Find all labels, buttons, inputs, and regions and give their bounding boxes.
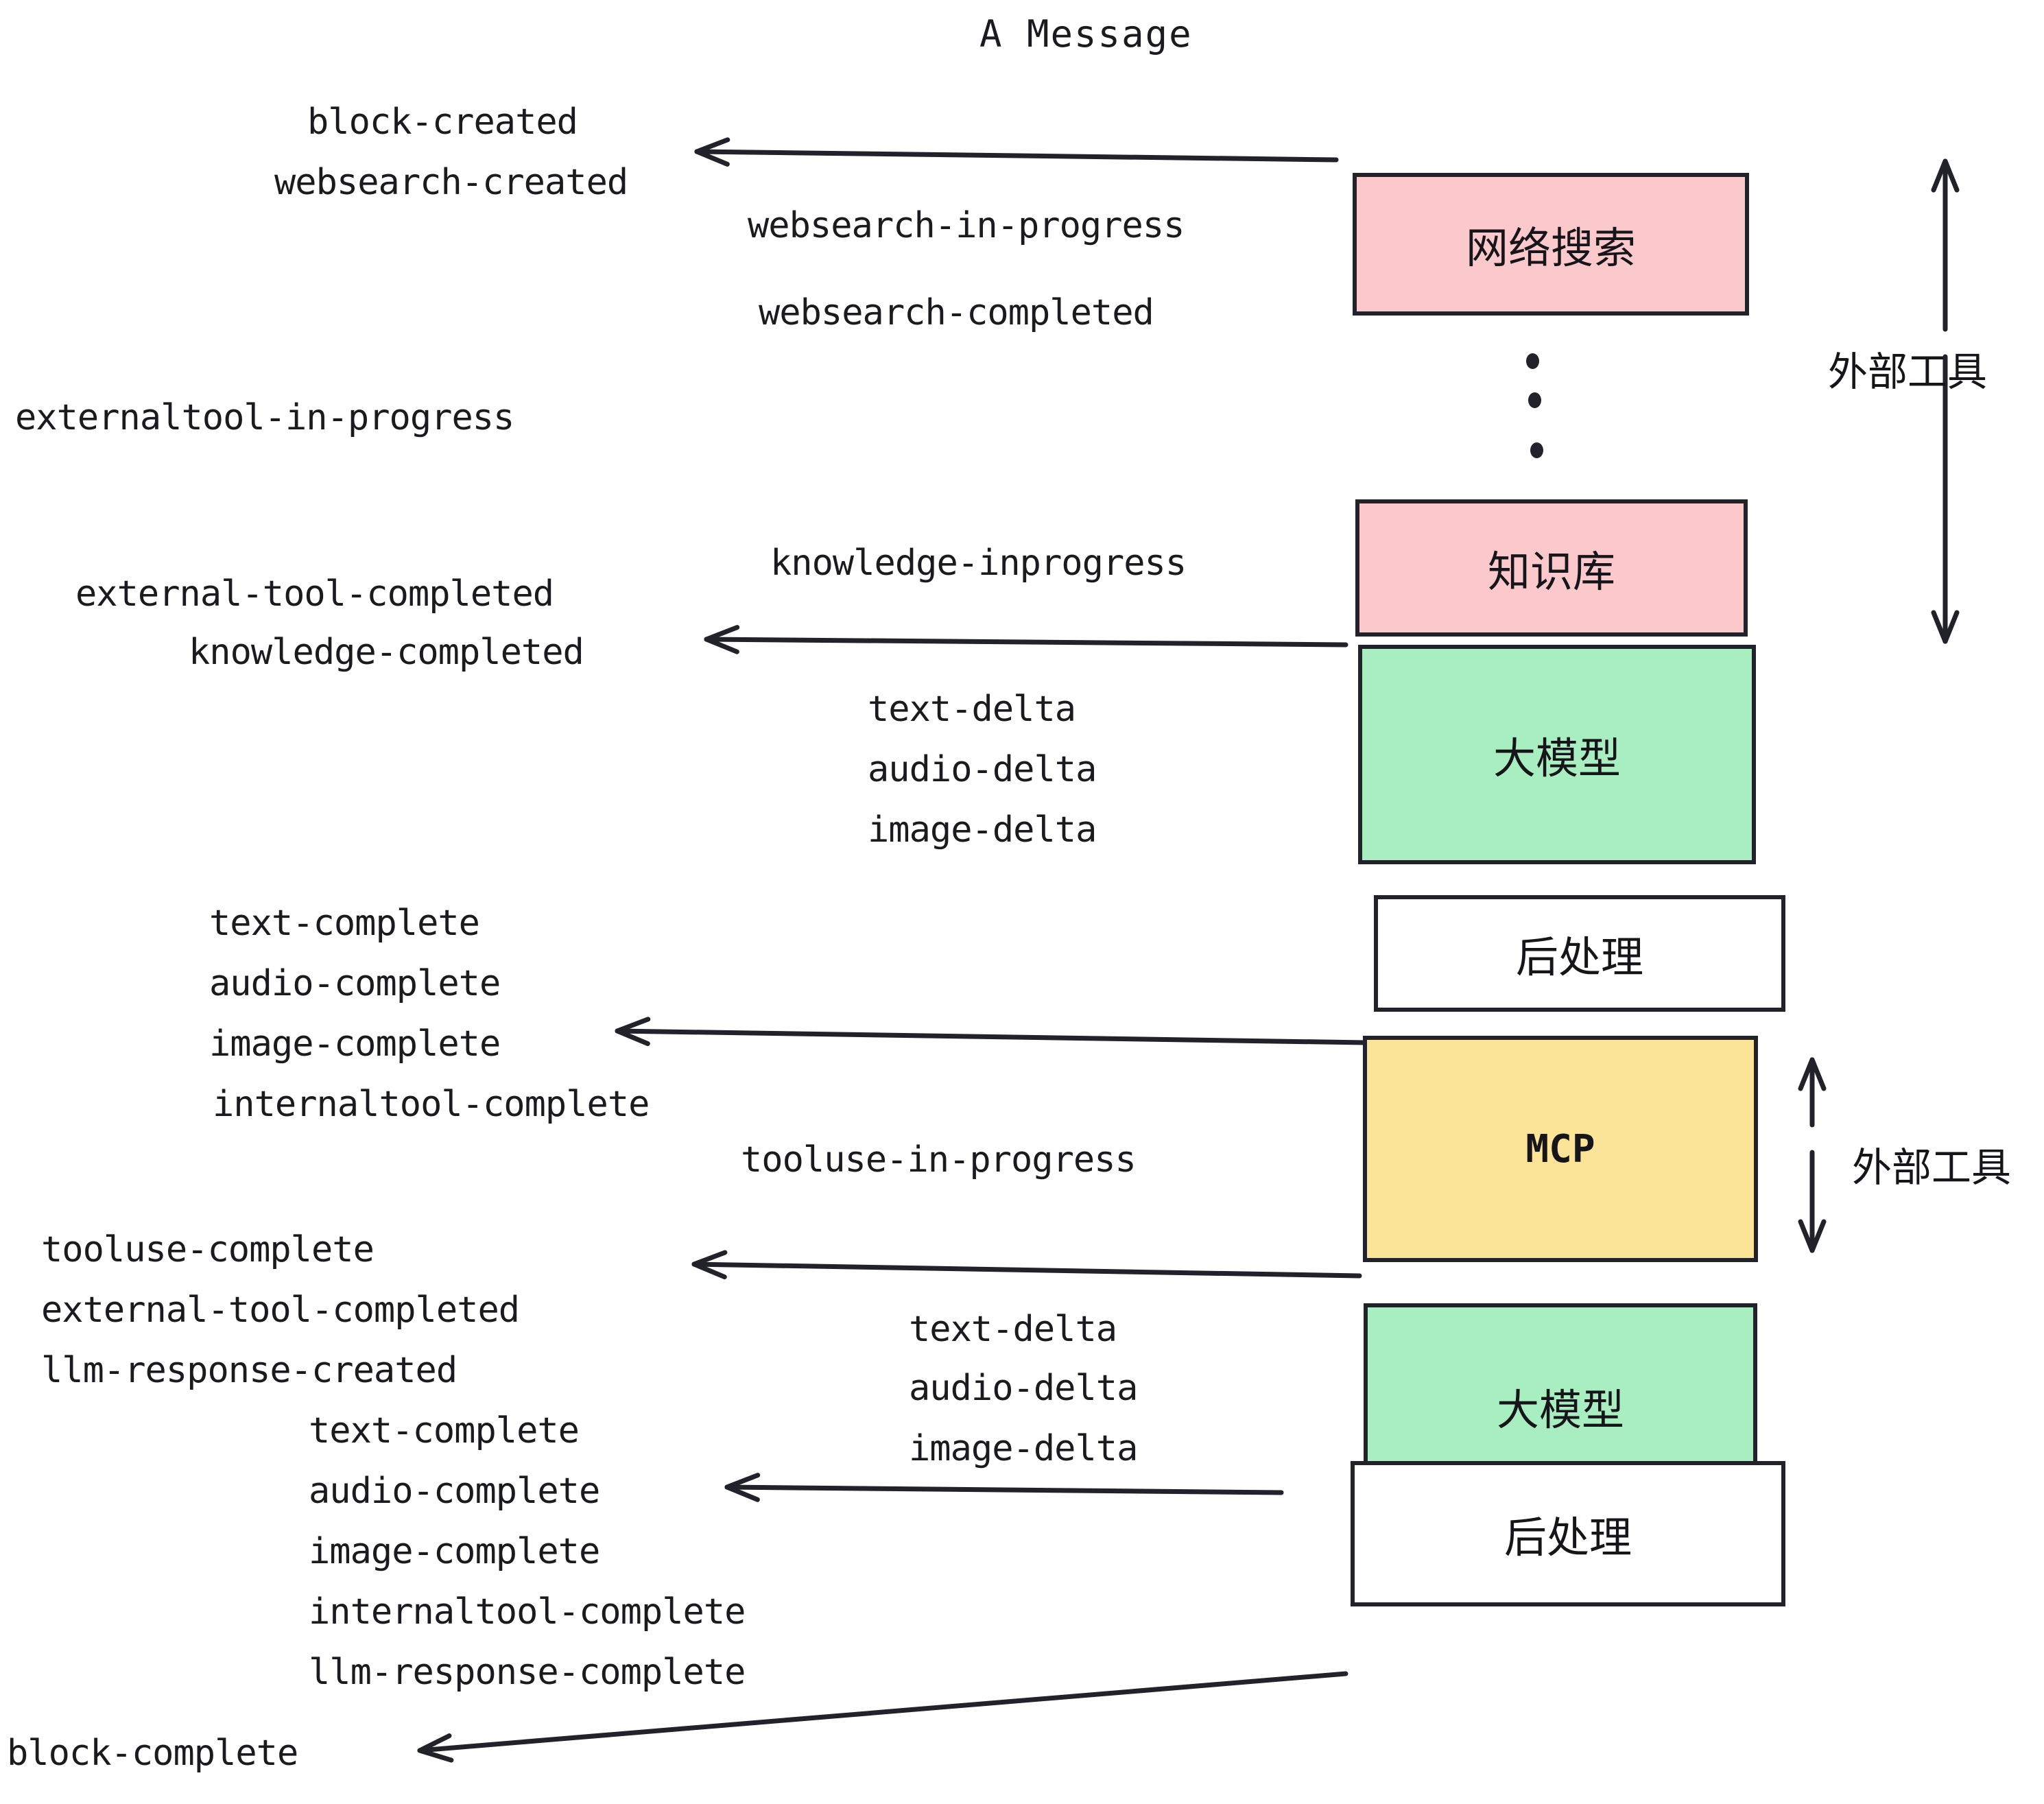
event-label-websearch-completed: websearch-completed (759, 292, 1154, 333)
side-arrow-up-bot (1798, 1057, 1827, 1128)
page-title: A Message (979, 12, 1193, 56)
event-label-internaltool-complete-1: internaltool-complete (213, 1084, 650, 1125)
event-label-external-tool-completed-2: external-tool-completed (41, 1290, 520, 1331)
box-llm-1: 大模型 (1358, 645, 1756, 864)
event-label-image-delta-1: image-delta (868, 809, 1097, 851)
event-label-knowledge-inprogress: knowledge-inprogress (770, 543, 1187, 584)
event-label-llm-response-complete: llm-response-complete (309, 1652, 746, 1693)
box-mcp: MCP (1363, 1036, 1758, 1262)
arrow-block-complete (417, 1671, 1348, 1763)
event-label-text-complete-1: text-complete (209, 903, 480, 944)
box-postprocess-2: 后处理 (1351, 1461, 1785, 1606)
event-label-externaltool-in-progress: externaltool-in-progress (15, 397, 514, 438)
event-label-block-created: block-created (307, 102, 578, 143)
event-label-audio-complete-1: audio-complete (209, 963, 501, 1004)
event-label-image-complete-1: image-complete (209, 1023, 501, 1065)
ellipsis-dot-1 (1526, 353, 1539, 369)
arrow-knowledge-done (704, 625, 1348, 654)
ellipsis-dot-2 (1528, 392, 1541, 408)
arrow-image-complete (615, 1017, 1368, 1046)
side-label-external-tool-top: 外部工具 (1828, 348, 1988, 395)
event-label-tooluse-complete: tooluse-complete (41, 1229, 375, 1270)
arrow-block-created (694, 137, 1339, 167)
side-label-external-tool-bottom: 外部工具 (1852, 1144, 2012, 1191)
event-label-knowledge-completed: knowledge-completed (189, 632, 584, 673)
side-arrow-down-top (1931, 354, 1960, 644)
arrow-audio-complete (724, 1473, 1284, 1502)
ellipsis-dot-3 (1530, 442, 1543, 458)
event-label-audio-delta-2: audio-delta (909, 1368, 1138, 1409)
event-label-tooluse-in-progress: tooluse-in-progress (741, 1139, 1137, 1180)
event-label-websearch-in-progress: websearch-in-progress (748, 205, 1185, 246)
arrow-tooluse-complete (691, 1250, 1362, 1280)
box-postprocess-1: 后处理 (1374, 895, 1785, 1012)
box-websearch: 网络搜索 (1353, 173, 1749, 316)
event-label-internaltool-complete-2: internaltool-complete (309, 1591, 746, 1633)
box-knowledge: 知识库 (1355, 499, 1748, 637)
event-label-external-tool-completed-1: external-tool-completed (75, 573, 554, 615)
event-label-audio-delta-1: audio-delta (868, 749, 1097, 790)
side-arrow-down-bot (1798, 1150, 1827, 1253)
event-label-text-complete-2: text-complete (309, 1410, 580, 1451)
event-label-block-complete: block-complete (7, 1733, 298, 1774)
event-label-audio-complete-2: audio-complete (309, 1471, 600, 1512)
event-label-text-delta-2: text-delta (909, 1309, 1117, 1350)
event-label-image-delta-2: image-delta (909, 1428, 1138, 1469)
side-arrow-up-top (1931, 158, 1960, 332)
event-label-image-complete-2: image-complete (309, 1531, 600, 1572)
event-label-llm-response-created: llm-response-created (41, 1350, 457, 1391)
event-label-text-delta-1: text-delta (868, 689, 1076, 730)
event-label-websearch-created: websearch-created (274, 162, 628, 203)
